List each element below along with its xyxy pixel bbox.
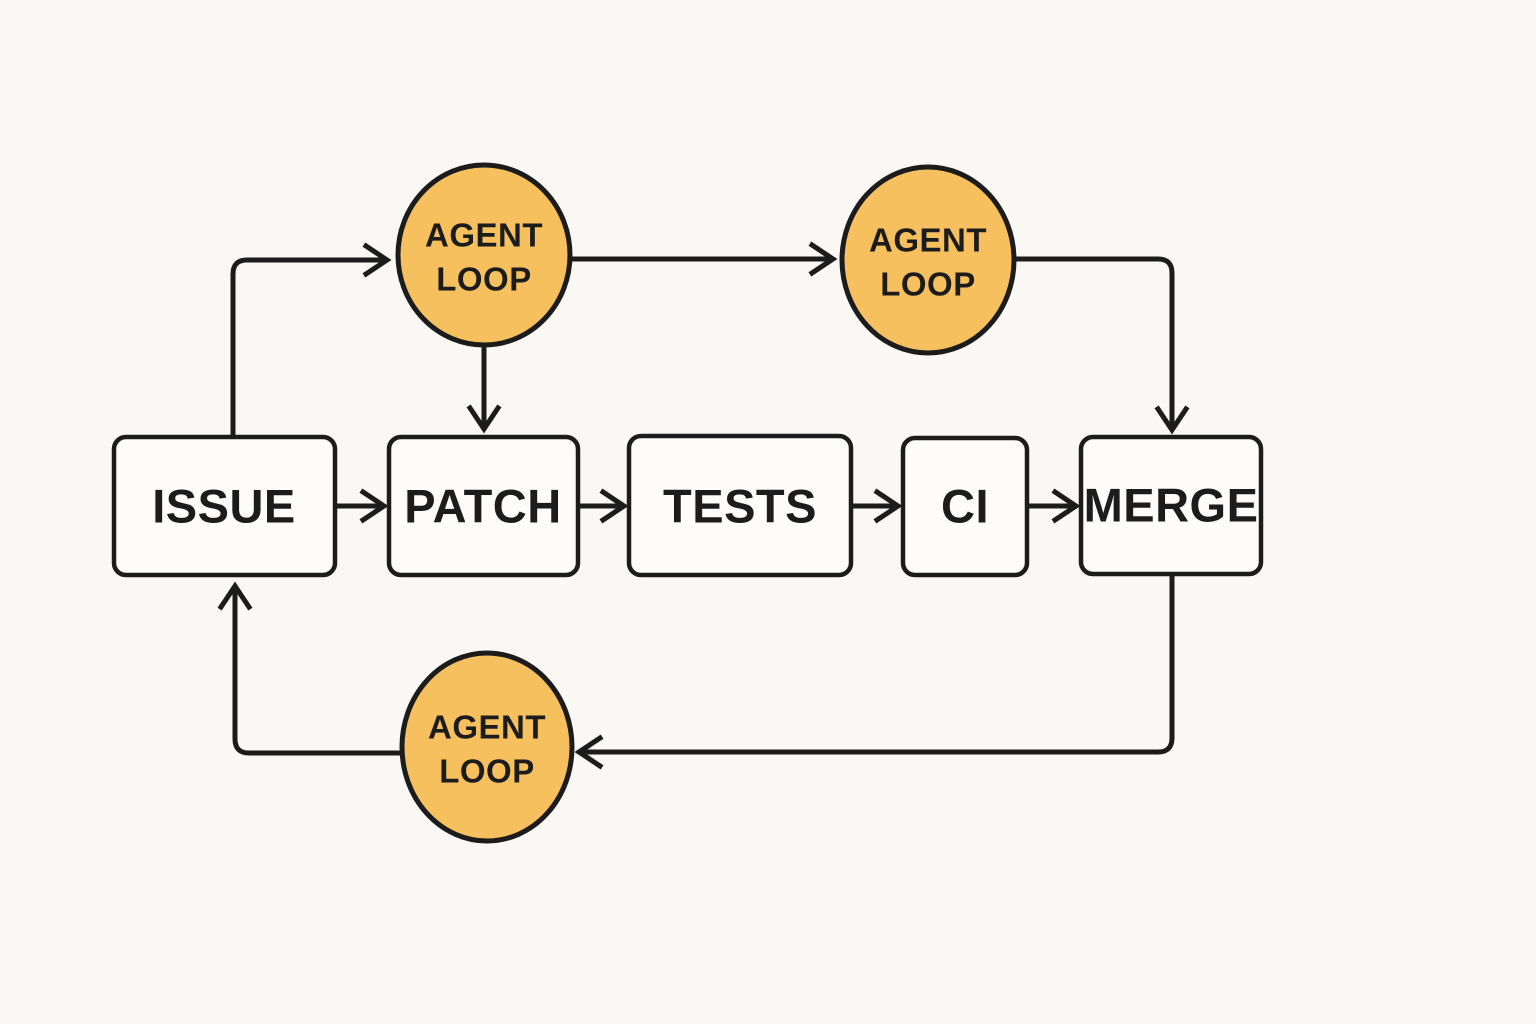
patch-box <box>386 434 581 578</box>
agent-loop-top-left: AGENT LOOP <box>395 162 573 348</box>
tests-box <box>626 433 854 578</box>
node-issue: ISSUE <box>111 434 338 578</box>
agent-loop-bottom-ellipse <box>399 650 575 844</box>
agent-loop-top-left-label-line2: LOOP <box>436 261 532 298</box>
ci-label: CI <box>941 480 989 533</box>
agent-loop-bottom-label-line1: AGENT <box>428 709 546 746</box>
merge-label: MERGE <box>1084 479 1259 532</box>
agent-loop-top-right-label-line1: AGENT <box>869 222 987 259</box>
agent-loop-top-right-label-line2: LOOP <box>880 266 976 303</box>
tests-label: TESTS <box>663 480 817 533</box>
edge-issue-to-agent-loop-top-left <box>230 242 392 437</box>
agent-loop-bottom: AGENT LOOP <box>399 650 575 844</box>
edge-merge-to-agent-loop-bottom <box>574 574 1175 770</box>
node-ci: CI <box>900 435 1030 578</box>
issue-label: ISSUE <box>152 480 296 533</box>
node-tests: TESTS <box>626 433 854 578</box>
agent-loop-top-right-ellipse <box>839 164 1017 356</box>
node-patch: PATCH <box>386 434 581 578</box>
agent-loop-bottom-label-line2: LOOP <box>439 753 535 790</box>
edges <box>217 241 1190 770</box>
merge-box <box>1078 434 1264 577</box>
agent-loop-top-left-label-line1: AGENT <box>425 217 543 254</box>
issue-box <box>111 434 338 578</box>
agent-loop-top-left-ellipse <box>395 162 573 348</box>
node-merge: MERGE <box>1078 434 1264 577</box>
edge-agent-loop-top-right-to-merge <box>1014 256 1190 435</box>
patch-label: PATCH <box>404 480 561 533</box>
ci-box <box>900 435 1030 578</box>
agent-loop-top-right: AGENT LOOP <box>839 164 1017 356</box>
edge-agent-loop-bottom-to-issue <box>217 581 402 756</box>
